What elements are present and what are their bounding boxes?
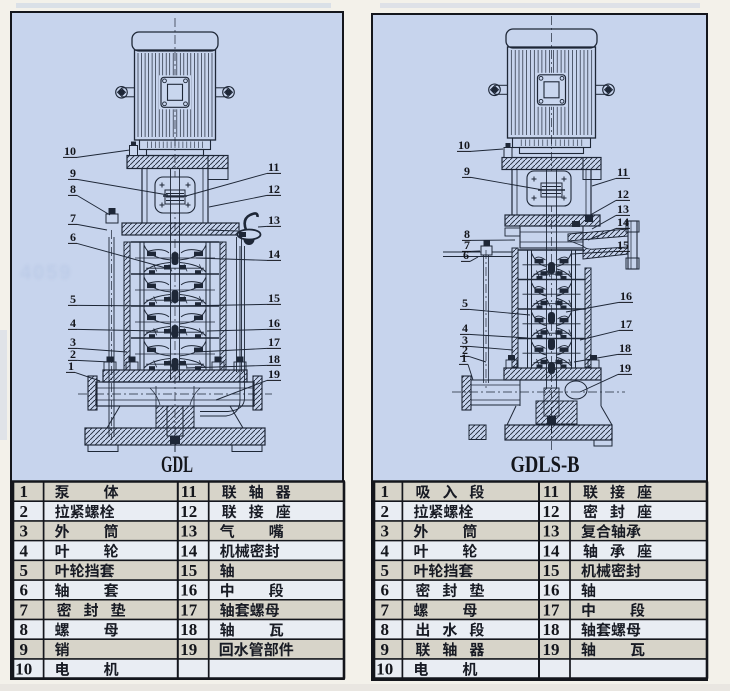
svg-text:8: 8 [70,182,76,196]
svg-text:16: 16 [543,581,560,600]
svg-text:8: 8 [464,227,470,241]
svg-text:9: 9 [380,640,389,659]
svg-text:11: 11 [617,165,628,179]
svg-text:10: 10 [376,660,393,679]
svg-text:3: 3 [20,522,29,541]
svg-text:1: 1 [461,351,467,365]
svg-text:13: 13 [180,522,197,541]
svg-text:17: 17 [180,600,198,619]
svg-text:6: 6 [463,248,469,262]
svg-text:16: 16 [620,289,632,303]
svg-text:13: 13 [543,522,560,541]
svg-text:5: 5 [70,292,76,306]
svg-text:14: 14 [180,541,198,560]
svg-text:19: 19 [619,361,631,375]
svg-text:17: 17 [268,335,280,349]
svg-text:18: 18 [268,352,280,366]
svg-text:8: 8 [20,620,29,639]
svg-text:19: 19 [268,367,280,381]
svg-text:11: 11 [268,160,279,174]
svg-text:10: 10 [15,660,32,679]
svg-text:GDLS-B: GDLS-B [511,452,580,477]
svg-text:4: 4 [462,321,468,335]
svg-text:1: 1 [20,482,29,501]
svg-text:2: 2 [70,347,76,361]
svg-text:18: 18 [180,620,197,639]
svg-text:14: 14 [268,247,280,261]
svg-text:15: 15 [268,291,280,305]
svg-text:15: 15 [543,561,560,580]
svg-text:4: 4 [70,316,76,330]
svg-text:5: 5 [20,561,29,580]
svg-text:6: 6 [20,581,29,600]
svg-text:3: 3 [70,335,76,349]
svg-text:11: 11 [543,482,559,501]
svg-text:10: 10 [64,144,76,158]
svg-text:13: 13 [268,213,280,227]
svg-text:15: 15 [180,561,197,580]
svg-text:17: 17 [543,600,561,619]
svg-text:6: 6 [380,581,389,600]
svg-text:5: 5 [380,561,389,580]
svg-text:GDL: GDL [161,452,193,477]
svg-text:16: 16 [268,316,280,330]
svg-text:17: 17 [620,317,632,331]
svg-text:2: 2 [380,502,389,521]
svg-text:1: 1 [380,482,389,501]
svg-text:6: 6 [70,230,76,244]
svg-text:10: 10 [458,138,470,152]
svg-text:18: 18 [619,341,631,355]
svg-text:14: 14 [617,215,629,229]
svg-text:19: 19 [543,640,560,659]
svg-text:9: 9 [464,164,470,178]
svg-text:15: 15 [617,238,629,252]
svg-text:13: 13 [617,202,629,216]
svg-text:9: 9 [70,166,76,180]
svg-text:12: 12 [617,187,629,201]
svg-text:14: 14 [543,541,561,560]
svg-text:16: 16 [180,581,197,600]
svg-text:3: 3 [380,522,389,541]
svg-text:8: 8 [380,620,389,639]
svg-text:9: 9 [20,640,29,659]
svg-text:7: 7 [380,600,389,619]
svg-text:2: 2 [20,502,29,521]
svg-text:19: 19 [180,640,197,659]
svg-text:7: 7 [20,600,29,619]
svg-text:12: 12 [180,502,197,521]
svg-text:2: 2 [462,343,468,357]
svg-text:4: 4 [380,541,389,560]
svg-text:11: 11 [181,482,197,501]
svg-text:3: 3 [462,333,468,347]
svg-text:1: 1 [68,359,74,373]
svg-text:5: 5 [462,296,468,310]
svg-text:18: 18 [543,620,560,639]
svg-text:4: 4 [20,541,29,560]
svg-text:7: 7 [70,211,76,225]
svg-text:7: 7 [464,238,470,252]
svg-text:12: 12 [543,502,560,521]
svg-text:12: 12 [268,182,280,196]
